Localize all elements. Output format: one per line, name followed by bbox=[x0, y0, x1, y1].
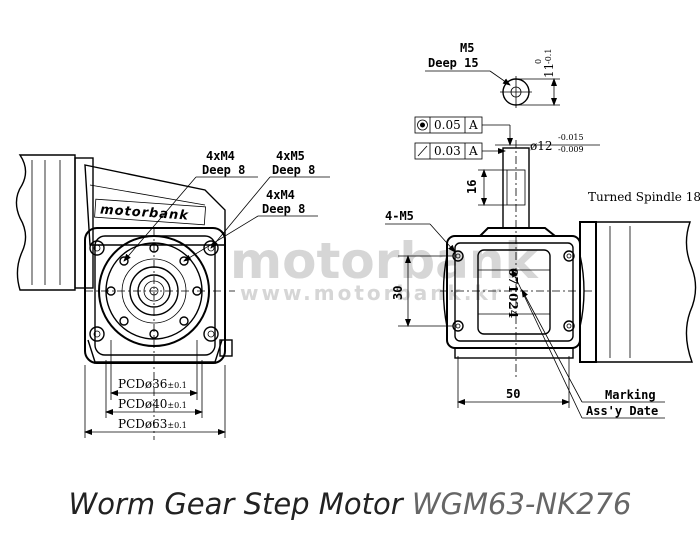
svg-text:Marking: Marking bbox=[605, 388, 656, 402]
callout-4xm5: 4xM5 Deep 8 bbox=[210, 149, 330, 249]
side-view: M5 Deep 15 11 0 -0.1 0.05 A bbox=[385, 41, 700, 419]
svg-text:-0.009: -0.009 bbox=[558, 145, 584, 154]
tolerance-frame-straightness: 0.03 A bbox=[414, 142, 506, 160]
watermark-brand: motorbank bbox=[230, 232, 539, 290]
svg-text:0: 0 bbox=[534, 59, 543, 64]
svg-text:4xM4: 4xM4 bbox=[266, 188, 295, 202]
callout-4xm4-right: 4xM4 Deep 8 bbox=[183, 188, 318, 262]
callout-marking: Marking Ass'y Date bbox=[511, 269, 665, 419]
dim-16: 16 bbox=[465, 169, 507, 206]
svg-text:ø12: ø12 bbox=[530, 139, 553, 153]
turned-spindle-note: Turned Spindle 180° bbox=[588, 190, 700, 204]
nameplate-text: motorbank bbox=[100, 203, 190, 224]
watermark: motorbank www.motorbank.kr bbox=[230, 232, 539, 305]
svg-text:4-M5: 4-M5 bbox=[385, 209, 414, 223]
svg-text:-0.015: -0.015 bbox=[558, 133, 584, 142]
caption-model: WGM63-NK276 bbox=[411, 487, 632, 521]
watermark-url: www.motorbank.kr bbox=[240, 281, 504, 305]
svg-text:Deep 15: Deep 15 bbox=[428, 56, 479, 70]
svg-text:Deep 8: Deep 8 bbox=[272, 163, 315, 177]
callout-4m5: 4-M5 bbox=[385, 209, 456, 253]
svg-text:PCDø63±0.1: PCDø63±0.1 bbox=[118, 417, 187, 431]
svg-text:4xM4: 4xM4 bbox=[206, 149, 235, 163]
callout-4xm4-left: 4xM4 Deep 8 bbox=[123, 149, 258, 262]
product-caption: Worm Gear Step Motor WGM63-NK276 bbox=[0, 480, 700, 540]
dim-30: 30 bbox=[391, 255, 453, 327]
svg-text:A: A bbox=[468, 118, 478, 132]
caption-prefix: Worm Gear Step Motor bbox=[68, 487, 403, 521]
dim-shaft-diameter: ø12 -0.015 -0.009 bbox=[495, 133, 600, 154]
svg-text:PCDø40±0.1: PCDø40±0.1 bbox=[118, 397, 187, 411]
svg-text:11: 11 bbox=[542, 63, 556, 78]
dim-pcd40: PCDø40±0.1 bbox=[105, 360, 203, 418]
dim-50: 50 bbox=[457, 356, 570, 408]
svg-text:PCDø36±0.1: PCDø36±0.1 bbox=[118, 377, 187, 391]
svg-text:50: 50 bbox=[506, 387, 520, 401]
svg-text:4xM5: 4xM5 bbox=[276, 149, 305, 163]
technical-drawing: motorbank www.motorbank.kr motorbank bbox=[15, 41, 700, 440]
corner-bolts bbox=[89, 240, 219, 342]
dim-pcd63: PCDø63±0.1 bbox=[84, 365, 226, 438]
svg-text:16: 16 bbox=[465, 180, 479, 194]
svg-text:Deep 8: Deep 8 bbox=[262, 202, 305, 216]
svg-text:0.03: 0.03 bbox=[434, 144, 461, 158]
tolerance-frame-runout: 0.05 A bbox=[414, 116, 513, 146]
dim-pcd36: PCDø36±0.1 bbox=[110, 340, 198, 400]
shaft-end-detail: M5 Deep 15 11 0 -0.1 bbox=[425, 41, 560, 108]
svg-text:A: A bbox=[468, 144, 478, 158]
svg-text:M5: M5 bbox=[460, 41, 474, 55]
svg-text:30: 30 bbox=[391, 286, 405, 300]
stamp-code: 071024 bbox=[506, 268, 520, 318]
svg-text:0.05: 0.05 bbox=[434, 118, 461, 132]
svg-text:Deep 8: Deep 8 bbox=[202, 163, 245, 177]
svg-text:Ass'y Date: Ass'y Date bbox=[586, 404, 658, 418]
svg-text:-0.1: -0.1 bbox=[544, 49, 553, 64]
front-view: motorbank bbox=[15, 149, 330, 440]
